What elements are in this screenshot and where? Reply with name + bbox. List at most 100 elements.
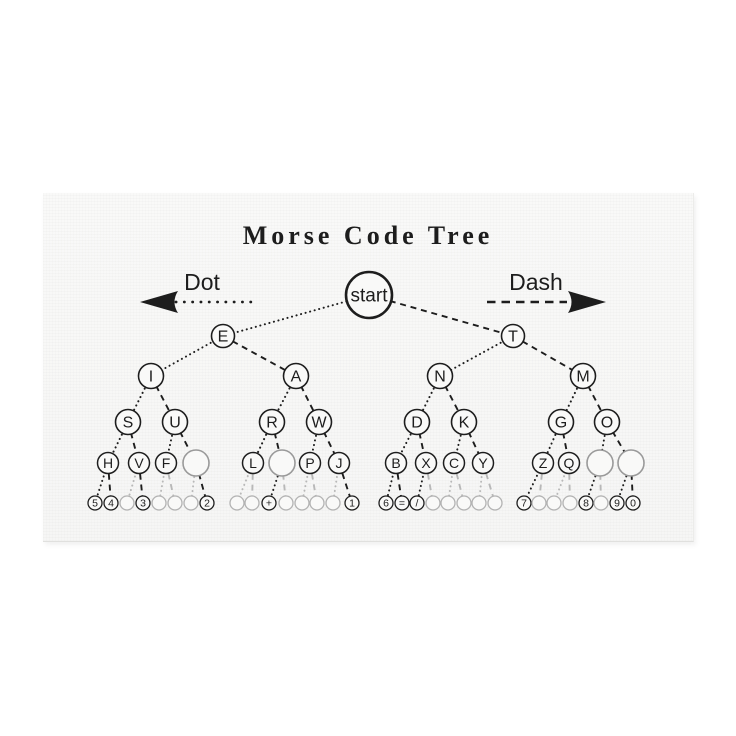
- page-title: Morse Code Tree: [242, 221, 494, 250]
- tree-node-label-7: 7: [521, 498, 527, 510]
- tree-node-blank: [229, 495, 245, 511]
- dash-arrow-icon: [487, 291, 606, 313]
- tree-node-N: [426, 362, 454, 390]
- tree-node-label-D: D: [411, 415, 423, 432]
- tree-node-Z: [531, 451, 555, 475]
- tree-node-label-N: N: [434, 369, 446, 386]
- tree-node-E: [210, 323, 236, 349]
- tree-node-blank: [586, 449, 614, 477]
- tree-node-label-+: +: [266, 498, 272, 510]
- tree-node-label-L: L: [249, 455, 257, 471]
- tree-node-K: [450, 408, 478, 436]
- tree-node-label-J: J: [336, 455, 343, 471]
- tree-node-C: [442, 451, 466, 475]
- tree-node-V: [127, 451, 151, 475]
- tree-node-blank: [425, 495, 441, 511]
- tree-node-label-start: start: [351, 286, 389, 307]
- tree-node-blank: [244, 495, 260, 511]
- tree-node-M: [569, 362, 597, 390]
- tree-node-label-Z: Z: [539, 455, 548, 471]
- tree-node-blank: [278, 495, 294, 511]
- tree-node-label-8: 8: [583, 498, 589, 510]
- tree-node-label-1: 1: [349, 498, 355, 510]
- tree-node-label-6: 6: [383, 498, 389, 510]
- tree-edge-E-I: [150, 335, 224, 377]
- tree-node-F: [154, 451, 178, 475]
- tree-node-blank: [593, 495, 609, 511]
- tree-node-9: [609, 495, 625, 511]
- tree-node-label-=: =: [399, 498, 405, 510]
- tree-node-label-0: 0: [630, 498, 636, 510]
- tree-node-3: [135, 495, 151, 511]
- tree-node-+: [261, 495, 277, 511]
- tree-node-label-W: W: [311, 415, 327, 432]
- tree-node-label-Q: Q: [564, 455, 575, 471]
- tree-node-6: [378, 495, 394, 511]
- tree-node-G: [547, 408, 575, 436]
- tree-node-label-X: X: [421, 455, 431, 471]
- tree-node-J: [327, 451, 351, 475]
- tree-node-blank: [294, 495, 310, 511]
- tree-node-blank: [562, 495, 578, 511]
- tree-node-L: [241, 451, 265, 475]
- tree-node-blank: [456, 495, 472, 511]
- tree-node-S: [114, 408, 142, 436]
- tree-node-blank: [440, 495, 456, 511]
- tree-node-label-P: P: [305, 455, 314, 471]
- tree-node-label-S: S: [123, 415, 134, 432]
- tree-node-blank: [546, 495, 562, 511]
- tree-node-D: [403, 408, 431, 436]
- tree-node-blank: [182, 449, 210, 477]
- tree-node-W: [305, 408, 333, 436]
- tree-node-blank: [309, 495, 325, 511]
- tree-node-7: [516, 495, 532, 511]
- tree-node-label-3: 3: [140, 498, 146, 510]
- tree-node-blank: [183, 495, 199, 511]
- tree-node-8: [578, 495, 594, 511]
- tree-edge-O-b4: [606, 421, 632, 464]
- tree-node-label-R: R: [266, 415, 278, 432]
- tree-node-label-/: /: [416, 498, 419, 510]
- tree-node-X: [414, 451, 438, 475]
- tree-node-A: [282, 362, 310, 390]
- tree-node-label-T: T: [508, 329, 518, 346]
- tree-node-blank: [119, 495, 135, 511]
- tree-node-2: [199, 495, 215, 511]
- tree-node-blank: [617, 449, 645, 477]
- tree-node-label-5: 5: [92, 498, 98, 510]
- tree-node-Y: [471, 451, 495, 475]
- tree-node-0: [625, 495, 641, 511]
- tree-node-T: [500, 323, 526, 349]
- tree-node-label-O: O: [601, 415, 613, 432]
- tree-node-5: [87, 495, 103, 511]
- tree-node-label-I: I: [149, 369, 153, 386]
- tree-node-label-9: 9: [614, 498, 620, 510]
- tree-node-blank: [167, 495, 183, 511]
- dot-label: Dot: [184, 269, 220, 295]
- tree-node-label-B: B: [391, 455, 400, 471]
- tree-node-blank: [471, 495, 487, 511]
- tree-node-label-E: E: [218, 329, 229, 346]
- tree-node-blank: [325, 495, 341, 511]
- tree-node-label-M: M: [576, 369, 589, 386]
- tree-node-B: [384, 451, 408, 475]
- tree-node-blank: [151, 495, 167, 511]
- tree-node-U: [161, 408, 189, 436]
- dot-arrow-icon: [140, 291, 253, 313]
- tree-node-Q: [557, 451, 581, 475]
- tree-node-label-K: K: [459, 415, 470, 432]
- tree-node-blank: [487, 495, 503, 511]
- tree-edge-T-N: [439, 335, 514, 377]
- tree-node-/: [409, 495, 425, 511]
- tree-edge-T-M: [512, 335, 584, 377]
- tree-node-label-G: G: [555, 415, 567, 432]
- tree-node-=: [394, 495, 410, 511]
- tree-node-4: [103, 495, 119, 511]
- tree-node-I: [137, 362, 165, 390]
- dash-label: Dash: [509, 269, 563, 295]
- tree-node-label-U: U: [169, 415, 181, 432]
- tree-node-label-Y: Y: [478, 455, 488, 471]
- tree-node-label-2: 2: [204, 498, 210, 510]
- tree-edge-start-E: [222, 294, 370, 337]
